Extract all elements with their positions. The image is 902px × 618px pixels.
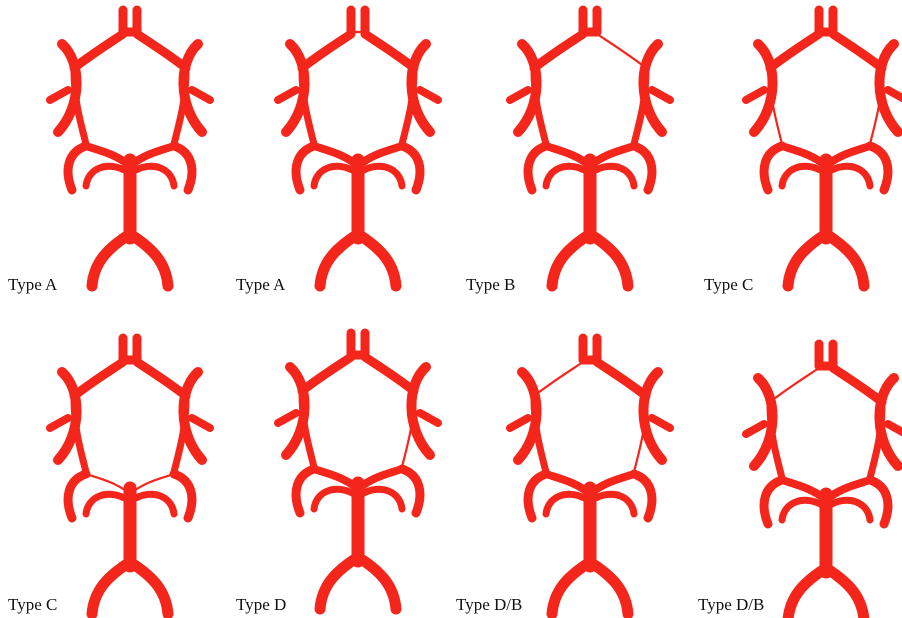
mca-right-branch (888, 424, 902, 434)
sca-right (592, 166, 634, 186)
vertebral-right (130, 562, 168, 614)
panel-5 (50, 338, 210, 614)
a1-left (74, 34, 123, 68)
vertebral-right (590, 562, 628, 614)
vertebral-left (788, 234, 826, 286)
vertebral-right (358, 234, 396, 286)
mca-right-branch (420, 413, 438, 423)
panel-label-6: Type D (236, 595, 286, 614)
sca-left (86, 166, 128, 186)
a1-left (302, 34, 351, 68)
sca-left (782, 500, 824, 520)
mca-left-branch (510, 418, 528, 428)
panel-6 (278, 333, 438, 609)
sca-right (360, 166, 402, 186)
a1-right (597, 34, 646, 68)
mca-right-branch (652, 90, 670, 100)
a1-left (534, 362, 583, 396)
a1-right (365, 357, 414, 391)
panel-1 (50, 10, 210, 286)
a1-right (597, 362, 646, 396)
a1-right (833, 34, 882, 68)
vertebral-right (826, 234, 864, 286)
panel-label-4: Type C (704, 275, 753, 294)
vertebral-left (320, 234, 358, 286)
sca-right (360, 489, 402, 509)
panel-label-5: Type C (8, 595, 57, 614)
vertebral-left (788, 568, 826, 618)
mca-left-branch (278, 90, 296, 100)
mca-left-branch (50, 418, 68, 428)
mca-right-branch (192, 418, 210, 428)
sca-right (828, 500, 870, 520)
a1-right (137, 362, 186, 396)
a1-left (302, 357, 351, 391)
sca-left (782, 166, 824, 186)
vertebral-right (130, 234, 168, 286)
sca-left (314, 166, 356, 186)
panel-2 (278, 10, 438, 286)
panel-8 (746, 344, 902, 618)
panel-label-8: Type D/B (698, 595, 764, 614)
panel-label-7: Type D/B (456, 595, 522, 614)
sca-right (132, 494, 174, 514)
vertebral-left (552, 562, 590, 614)
vertebral-left (320, 557, 358, 609)
a1-right (365, 34, 414, 68)
panel-label-2: Type A (236, 275, 286, 294)
vertebral-left (92, 234, 130, 286)
vertebral-left (552, 234, 590, 286)
mca-right-branch (420, 90, 438, 100)
mca-right-branch (888, 90, 902, 100)
sca-left (314, 489, 356, 509)
mca-right-branch (652, 418, 670, 428)
panel-7 (510, 338, 670, 614)
sca-right (132, 166, 174, 186)
mca-left-branch (50, 90, 68, 100)
sca-right (828, 166, 870, 186)
sca-left (86, 494, 128, 514)
mca-left-branch (746, 90, 764, 100)
a1-left (534, 34, 583, 68)
vertebral-right (358, 557, 396, 609)
panel-label-1: Type A (8, 275, 58, 294)
a1-left (770, 34, 819, 68)
mca-left-branch (278, 413, 296, 423)
sca-left (546, 494, 588, 514)
mca-left-branch (746, 424, 764, 434)
a1-left (770, 368, 819, 402)
a1-right (833, 368, 882, 402)
panel-3 (510, 10, 670, 286)
mca-left-branch (510, 90, 528, 100)
a1-left (74, 362, 123, 396)
vertebral-right (826, 568, 864, 618)
vertebral-right (590, 234, 628, 286)
mca-right-branch (192, 90, 210, 100)
a1-right (137, 34, 186, 68)
sca-left (546, 166, 588, 186)
panel-label-3: Type B (466, 275, 515, 294)
panel-4 (746, 10, 902, 286)
sca-right (592, 494, 634, 514)
vertebral-left (92, 562, 130, 614)
